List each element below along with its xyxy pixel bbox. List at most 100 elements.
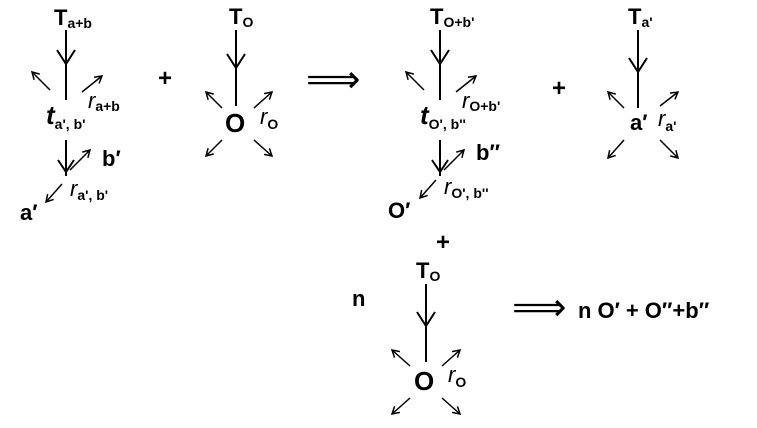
result-n: n	[578, 298, 591, 323]
d4-T-subscript: a'	[641, 14, 652, 30]
d5-upleft-arrow	[390, 348, 411, 367]
d4-upleft-arrow	[606, 90, 625, 109]
d1-a-label: a	[20, 200, 33, 225]
d5-r-subscript: O	[455, 374, 466, 390]
svg-text:TO: TO	[416, 258, 440, 284]
d1-T-subscript: a+b	[67, 15, 92, 31]
d4-upright-arrow	[659, 91, 680, 107]
result-o1: O	[597, 298, 614, 323]
d1-a-prime: ′	[32, 200, 37, 225]
d1-t-subscript: a', b'	[55, 116, 86, 132]
d2-node-O: O	[225, 108, 245, 138]
d3-t-subscript: O', b''	[429, 116, 466, 132]
d3-r1-subscript: O+b'	[469, 98, 500, 114]
d2-upleft-arrow	[204, 90, 223, 109]
d1-upleft-arrow	[30, 70, 51, 91]
d4-node-a: a	[630, 110, 643, 135]
d1-upright-arrow	[81, 75, 104, 93]
d5-downleft-arrow	[390, 397, 411, 416]
d4-downright-arrow	[659, 139, 680, 160]
d3-to-b-arrow	[443, 148, 466, 171]
svg-text:TO+b': TO+b'	[430, 4, 474, 30]
diagram-1: Ta+b ra+b ta', b' b′ ra', b' a′	[20, 5, 121, 225]
d2-downright-arrow	[253, 139, 274, 158]
svg-text:rO: rO	[260, 104, 278, 132]
svg-text:tO', b'': tO', b''	[420, 100, 466, 132]
plus-1: +	[158, 65, 172, 92]
plus-bottom: +	[436, 229, 450, 256]
d1-T-label: T	[54, 5, 68, 30]
d5-r-label: r	[448, 362, 457, 387]
svg-text:rO', b'': rO', b''	[444, 174, 489, 201]
d2-upright-arrow	[253, 90, 274, 109]
svg-text:Ta': Ta'	[628, 4, 653, 30]
svg-text:b′′: b′′	[476, 140, 500, 165]
d2-T-label: T	[229, 4, 243, 29]
d3-lower-arrowhead	[431, 159, 449, 174]
d5-node-O: O	[414, 366, 434, 396]
d3-T-label: T	[430, 4, 444, 29]
diagram-4: Ta' a′ ra'	[606, 4, 680, 160]
d5-T-subscript: O	[429, 268, 440, 284]
d5-T-label: T	[416, 258, 430, 283]
d4-r-label: r	[658, 106, 667, 131]
result-o2: O	[645, 298, 662, 323]
d1-b-label: b	[102, 146, 115, 171]
d1-b-prime: ′	[115, 146, 120, 171]
d3-r1-label: r	[462, 88, 471, 113]
svg-text:a′: a′	[20, 200, 38, 225]
result-o1-prime: ′	[615, 298, 620, 323]
d3-t-label: t	[420, 100, 430, 130]
svg-text:rO+b': rO+b'	[462, 88, 500, 114]
result-o2-prime: ′′	[662, 298, 673, 323]
d3-b-label: b	[476, 140, 489, 165]
d3-upright-arrow	[455, 75, 478, 93]
d1-to-b-arrow	[69, 148, 92, 171]
diagram-2: TO O rO	[204, 4, 278, 158]
svg-text:TO: TO	[229, 4, 253, 30]
plus-2: +	[552, 75, 566, 102]
svg-text:b′: b′	[102, 146, 121, 171]
d1-r1-label: r	[88, 88, 97, 113]
d3-upleft-arrow	[404, 70, 425, 91]
svg-text:ra', b': ra', b'	[70, 176, 108, 203]
d2-r-label: r	[260, 104, 269, 129]
d1-r1-subscript: a+b	[95, 98, 120, 114]
svg-text:Ta+b: Ta+b	[54, 5, 92, 31]
d3-o-label: O	[388, 198, 405, 223]
result-b: b	[685, 298, 698, 323]
d1-lower-arrowhead	[57, 159, 75, 174]
d5-upright-arrow	[441, 348, 462, 367]
d3-o-prime: ′	[405, 198, 410, 223]
d1-r2-subscript: a', b'	[77, 187, 108, 203]
d3-b-prime: ′′	[489, 140, 500, 165]
svg-text:rO: rO	[448, 362, 466, 390]
d4-T-label: T	[628, 4, 642, 29]
svg-text:ra': ra'	[658, 106, 676, 134]
result-plus-2: +	[672, 298, 685, 323]
result-b-prime: ′′	[699, 298, 710, 323]
d3-to-o-arrow	[418, 179, 437, 200]
d3-r2-label: r	[444, 174, 453, 199]
d5-downright-arrow	[441, 397, 462, 416]
d1-to-a-arrow	[44, 183, 63, 204]
d1-t-label: t	[46, 100, 56, 130]
implies-arrow-2: ⟹	[512, 287, 566, 329]
d4-node-prime: ′	[642, 110, 647, 135]
result-plus-1: +	[626, 298, 639, 323]
d3-T-subscript: O+b'	[443, 14, 474, 30]
svg-text:a′: a′	[630, 110, 648, 135]
svg-text:O′: O′	[388, 198, 410, 223]
svg-text:ta', b': ta', b'	[46, 100, 85, 132]
diagram-5: TO O rO	[390, 258, 466, 416]
d2-r-subscript: O	[267, 116, 278, 132]
diagram-3: TO+b' rO+b' tO', b'' b′′ rO', b'' O′	[388, 4, 500, 223]
implies-arrow-1: ⟹	[306, 59, 360, 101]
d1-r2-label: r	[70, 176, 79, 201]
d2-downleft-arrow	[204, 139, 223, 158]
d4-downleft-arrow	[606, 139, 625, 160]
d3-r2-subscript: O', b''	[451, 185, 488, 201]
